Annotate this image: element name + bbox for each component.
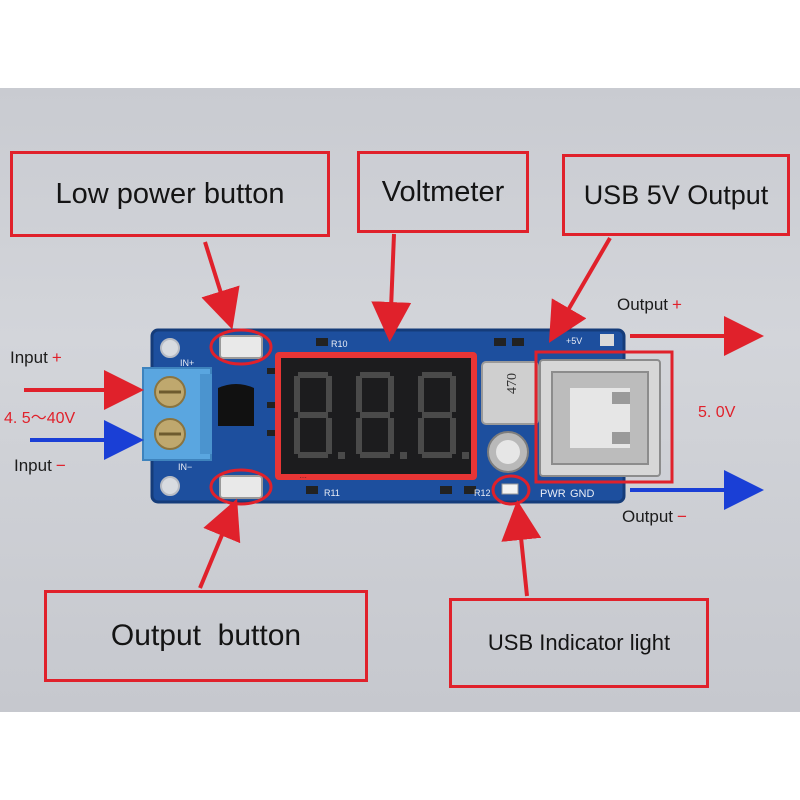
- output-minus-label: Output−: [622, 507, 687, 527]
- output-voltage-label: 5. 0V: [698, 404, 736, 421]
- pointer-arrows: [24, 233, 764, 597]
- silk-in-plus: IN+: [180, 358, 194, 368]
- input-minus-text: Input: [14, 456, 52, 475]
- usb-port: [534, 350, 674, 484]
- arrow-voltmeter: [371, 233, 412, 342]
- negative-arrows: [30, 420, 764, 510]
- callout-usb-indicator-label: USB Indicator light: [487, 630, 671, 655]
- capacitor: [487, 431, 529, 473]
- inductor: [481, 361, 539, 425]
- output-minus-sign: −: [677, 507, 687, 526]
- callout-low-power-label: Low power button: [55, 177, 285, 210]
- arrow-usb-indicator: [501, 500, 542, 597]
- input-minus-label: Input−: [14, 456, 66, 476]
- screw-terminal: [142, 367, 212, 461]
- input-plus-label: Input+: [10, 348, 62, 368]
- low-power-button-component: [209, 328, 273, 366]
- silkscreen: IN+ IN− R10 R11 R12 +5V PWR GND: [178, 336, 595, 500]
- arrow-output-button: [198, 498, 241, 589]
- output-plus-label: Output+: [617, 295, 682, 315]
- display-readout-text: 8.8.8.: [300, 476, 307, 479]
- solder-pad: [600, 334, 614, 346]
- arrow-usb-output: [548, 236, 612, 343]
- arrow-low-power: [201, 241, 240, 330]
- inductor-label: 470: [505, 373, 520, 394]
- callout-output-button-label: Output button: [110, 619, 302, 652]
- transistor: [218, 384, 254, 426]
- smd-components: [267, 338, 524, 494]
- callout-output-button: Output button: [44, 590, 368, 682]
- mount-hole-icon: [160, 338, 180, 358]
- silk-plus-5v: +5V: [566, 336, 582, 346]
- silk-in-minus: IN−: [178, 462, 192, 472]
- callout-usb-output: USB 5V Output: [562, 154, 790, 236]
- silk-r11: R11: [324, 488, 340, 498]
- callout-voltmeter: Voltmeter: [357, 151, 529, 233]
- input-plus-text: Input: [10, 348, 48, 367]
- callout-usb-output-label: USB 5V Output: [583, 179, 769, 210]
- output-button-component: [209, 468, 273, 506]
- input-plus-sign: +: [51, 348, 62, 367]
- callout-usb-indicator: USB Indicator light: [449, 598, 709, 688]
- output-minus-text: Output: [622, 507, 674, 526]
- input-minus-sign: −: [55, 456, 66, 475]
- silk-r10: R10: [331, 339, 348, 349]
- silk-gnd: GND: [570, 488, 595, 500]
- input-range-label: 4. 5～40V: [4, 410, 76, 427]
- display-digits: [294, 372, 469, 459]
- output-plus-sign: +: [672, 295, 682, 314]
- output-plus-text: Output: [617, 295, 669, 314]
- mount-hole-icon: [160, 476, 180, 496]
- callout-low-power-button: Low power button: [10, 151, 330, 237]
- callout-voltmeter-label: Voltmeter: [381, 175, 505, 208]
- silk-r12: R12: [474, 488, 491, 498]
- silk-pwr: PWR: [540, 488, 566, 500]
